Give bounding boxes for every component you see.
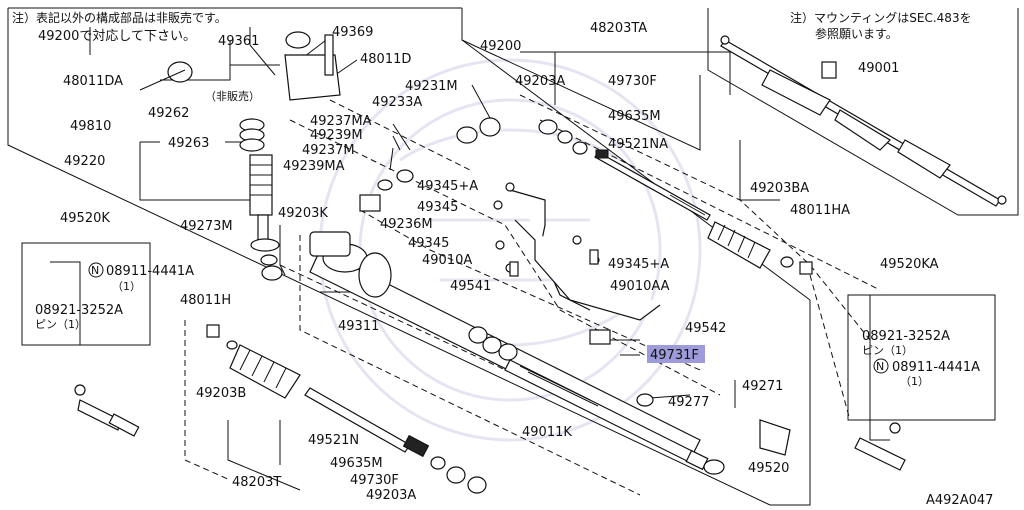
part-label-49200[interactable]: 49200 [480, 39, 521, 54]
part-label-49541[interactable]: 49541 [450, 279, 491, 294]
part-label-49520ka[interactable]: 49520KA [880, 257, 939, 272]
ring-marker-n-left: N [88, 262, 104, 278]
part-label-49010a[interactable]: 49010A [422, 253, 472, 268]
part-label-49263[interactable]: 49263 [168, 136, 209, 151]
part-label-08921-left[interactable]: 08921-3252A [35, 303, 123, 318]
part-label-49731f[interactable]: 49731F [650, 348, 699, 363]
note-top-left-line1: 注）表記以外の構成部品は非販売です。 [12, 10, 227, 25]
inner-tie-rod-49521n [304, 387, 430, 458]
part-label-49203a-top[interactable]: 49203A [515, 74, 565, 89]
part-label-49361[interactable]: 49361 [218, 34, 259, 49]
part-label-49520k[interactable]: 49520K [60, 211, 110, 226]
figure-code: A492A047 [926, 493, 993, 508]
part-label-49730f-top[interactable]: 49730F [608, 74, 657, 89]
control-valve-49220 [249, 154, 280, 252]
qty-08911-left: （1） [112, 280, 141, 293]
part-label-48011ha[interactable]: 48011HA [790, 203, 850, 218]
part-label-49237ma[interactable]: 49237MA [310, 114, 372, 129]
part-label-49220[interactable]: 49220 [64, 154, 105, 169]
part-label-49011k[interactable]: 49011K [522, 425, 572, 440]
part-label-49369[interactable]: 49369 [332, 25, 373, 40]
note-top-right-line2: 参照願います。 [815, 26, 898, 41]
valve-body-49361 [139, 31, 341, 101]
pin-08921-left: ピン（1） [35, 318, 86, 331]
part-label-49542[interactable]: 49542 [685, 321, 726, 336]
part-label-49236m[interactable]: 49236M [380, 217, 433, 232]
part-label-49273m[interactable]: 49273M [180, 219, 233, 234]
note-top-left-line2: 49200で対応して下さい。 [38, 29, 196, 44]
part-label-49810[interactable]: 49810 [70, 119, 111, 134]
tie-rod-end-49520ka [854, 422, 906, 471]
part-label-49345-1[interactable]: 49345 [417, 200, 458, 215]
part-label-48203ta[interactable]: 48203TA [590, 21, 647, 36]
part-label-49233a[interactable]: 49233A [372, 95, 422, 110]
part-label-49345-2[interactable]: 49345 [408, 236, 449, 251]
note-not-sold: （非販売） [205, 90, 260, 103]
part-label-48203t[interactable]: 48203T [232, 475, 281, 490]
boot-48203ta [707, 221, 771, 269]
hydraulic-lines-49541-49542 [509, 189, 661, 321]
part-label-49203b[interactable]: 49203B [196, 386, 246, 401]
steering-gear-assembly-49001 [720, 35, 1007, 207]
assembly-frames [7, 7, 1019, 506]
part-label-49730f-bot[interactable]: 49730F [350, 473, 399, 488]
part-label-49345a-2[interactable]: 49345+A [608, 257, 669, 272]
part-label-49635m-bot[interactable]: 49635M [330, 456, 383, 471]
part-label-49311[interactable]: 49311 [338, 319, 379, 334]
part-label-49635m-top[interactable]: 49635M [608, 109, 661, 124]
pin-08921-right: ピン（1） [862, 344, 913, 357]
part-label-49237m[interactable]: 49237M [302, 143, 355, 158]
part-label-48011h[interactable]: 48011H [180, 293, 231, 308]
inner-tie-rod-49521na [594, 149, 711, 221]
part-label-49239ma[interactable]: 49239MA [283, 159, 345, 174]
part-label-49231m[interactable]: 49231M [405, 79, 458, 94]
boot-48203t [229, 344, 301, 399]
part-label-49345a-1[interactable]: 49345+A [417, 179, 478, 194]
ring-marker-n-right: N [873, 358, 889, 374]
highlight-49731f [647, 345, 705, 363]
part-label-49010aa[interactable]: 49010AA [610, 279, 670, 294]
seal-stack-49263 [239, 118, 265, 152]
tie-rod-end-49520k [74, 384, 140, 437]
part-label-49262[interactable]: 49262 [148, 106, 189, 121]
part-label-49521n[interactable]: 49521N [308, 433, 359, 448]
part-label-48011da[interactable]: 48011DA [63, 74, 123, 89]
qty-08911-right: （1） [900, 375, 929, 388]
svg-text:N: N [876, 360, 884, 373]
svg-text:N: N [91, 264, 99, 277]
rack-49011k [504, 359, 709, 471]
part-label-49001[interactable]: 49001 [858, 61, 899, 76]
part-label-08911-left[interactable]: 08911-4441A [106, 264, 194, 279]
part-label-49203a-bot[interactable]: 49203A [366, 488, 416, 503]
part-label-49203ba[interactable]: 49203BA [750, 181, 809, 196]
part-label-08911-right[interactable]: 08911-4441A [892, 360, 980, 375]
part-label-49277[interactable]: 49277 [668, 395, 709, 410]
part-label-49521na[interactable]: 49521NA [608, 137, 668, 152]
part-label-49203k[interactable]: 49203K [278, 206, 328, 221]
part-label-48011d[interactable]: 48011D [360, 52, 411, 67]
part-label-08921-right[interactable]: 08921-3252A [862, 329, 950, 344]
small-hardware [206, 117, 813, 494]
part-label-49520[interactable]: 49520 [748, 461, 789, 476]
part-label-49239m[interactable]: 49239M [310, 128, 363, 143]
part-label-49271[interactable]: 49271 [742, 379, 783, 394]
note-top-right-line1: 注）マウンティングはSEC.483を [790, 10, 972, 25]
